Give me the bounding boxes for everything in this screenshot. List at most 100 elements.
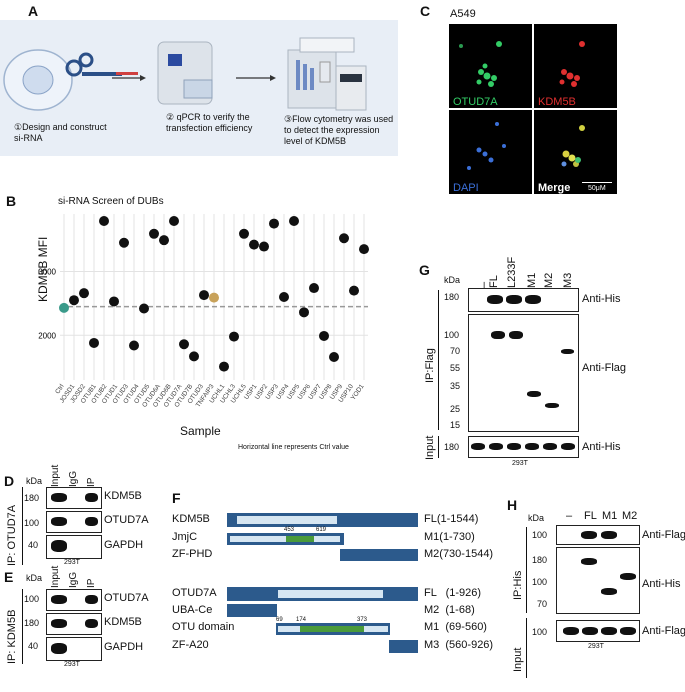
f-kdm-mark-619: 619 [316,527,327,533]
e-ip-label: IP: KDM5B [6,609,18,664]
h-anti-flag-2: Anti-Flag [642,625,685,637]
d-name-1: KDM5B [104,490,142,502]
g-mw-55: 55 [450,363,461,373]
panel-label-a: A [28,3,39,19]
f-otu-range-2: M1 (69-560) [424,621,487,633]
data-point [209,292,219,303]
f-otud7a-m2-bar [227,604,277,617]
d-mw-2: 100 [24,518,40,528]
data-point [69,295,79,306]
h-mw-100a: 100 [532,530,548,540]
f-kdm-range-0: FL(1-1544) [424,513,479,525]
f-otu-range-3: M3 (560-926) [424,639,494,651]
f-kdm5b-fl-inner [237,516,337,524]
chart-title: si-RNA Screen of DUBs [58,196,164,207]
f-kdm-mark-453: 453 [284,527,295,533]
data-point [99,216,109,227]
data-point [219,361,229,372]
fluor-dapi [449,110,532,194]
g-lane-2: L233F [506,256,518,288]
d-cell: 293T [64,559,80,566]
h-lane-1: FL [584,510,597,522]
h-mw-70: 70 [537,599,548,609]
g-mw-15: 15 [450,420,461,430]
f-kdm-range-2: M2(730-1544) [424,548,494,560]
chart-b: 20003000CtrlJOSD1JOSD2OTUB1OTUB2OTUD1OTU… [38,214,369,409]
g-mw-180b: 180 [444,442,460,452]
e-mw-2: 180 [24,618,40,628]
g-blot-flag [468,314,579,432]
step3-line3: level of KDM5B [284,136,347,146]
data-point [259,241,269,252]
panel-label-e: E [4,569,14,585]
data-point [89,337,99,348]
g-kda: kDa [444,275,461,285]
step2-line2: transfection efficiency [166,123,253,133]
data-point [119,237,129,248]
g-blot-his-ip [468,288,579,312]
d-kda: kDa [26,476,43,486]
e-name-3: GAPDH [104,641,144,653]
data-point [169,216,179,227]
fluor-kdm5b [534,24,617,108]
f-kdm-name-0: KDM5B [172,513,210,525]
scale-label: 50μM [588,185,606,192]
x-tick-label: Ctrl [54,383,66,396]
f-otud7a-m1-domain [300,626,364,632]
g-lane-1: FL [488,275,500,288]
e-blot-1 [46,589,102,611]
e-lane-igg: IgG [68,571,79,588]
chart-note: Horizontal line represents Ctrl value [238,444,349,451]
g-mw-180a: 180 [444,292,460,302]
d-name-3: GAPDH [104,539,144,551]
data-point [339,233,349,244]
f-kdm5b-m2-bar [340,549,418,561]
data-point [329,352,339,363]
h-lane-3: M2 [622,510,638,522]
d-blot-1 [46,487,102,509]
step1-line2: si-RNA [14,133,43,143]
f-kdm-name-1: JmjC [172,531,198,543]
f-kdm-range-1: M1(1-730) [424,531,475,543]
f-otu-name-0: OTUD7A [172,587,217,599]
data-point [239,228,249,239]
g-anti-his-1: Anti-His [582,293,621,305]
data-point [79,288,89,299]
chart-xlabel: Sample [180,424,221,438]
data-point [189,351,199,362]
data-point [109,296,119,307]
h-ip-label: IP:His [512,570,524,600]
h-lane-2: M1 [602,510,618,522]
data-point [229,331,239,342]
scale-bar [582,182,612,183]
g-ip-label: IP:Flag [424,348,436,383]
label-merge: Merge [538,182,571,194]
d-mw-3: 40 [28,540,39,550]
f-kdm5b-m1-domain [286,536,314,542]
h-cell: 293T [588,643,604,650]
f-otu-range-0: FL (1-926) [424,587,482,599]
panel-label-d: D [4,473,15,489]
data-point [159,235,169,246]
e-name-1: OTUD7A [104,592,149,604]
data-point [149,228,159,239]
f-otu-name-3: ZF-A20 [172,639,209,651]
d-lane-input: Input [50,464,61,487]
label-kdm5b-fluor: KDM5B [538,96,576,108]
h-blot-his [556,547,640,614]
g-lane-4: M2 [543,272,555,288]
d-ip-bar [22,487,23,565]
h-anti-flag-1: Anti-Flag [642,529,685,541]
y-tick-label: 2000 [38,331,56,340]
g-anti-flag: Anti-Flag [582,362,627,374]
d-mw-1: 180 [24,493,40,503]
d-lane-ip: IP [86,477,97,487]
panel-a-illustration [3,37,367,111]
data-point [139,303,149,314]
g-lane-3: M1 [526,272,538,288]
f-otud7a-fl-inner [278,590,383,598]
h-mw-100c: 100 [532,627,548,637]
data-point [319,330,329,341]
data-point [269,218,279,229]
h-mw-100b: 100 [532,577,548,587]
